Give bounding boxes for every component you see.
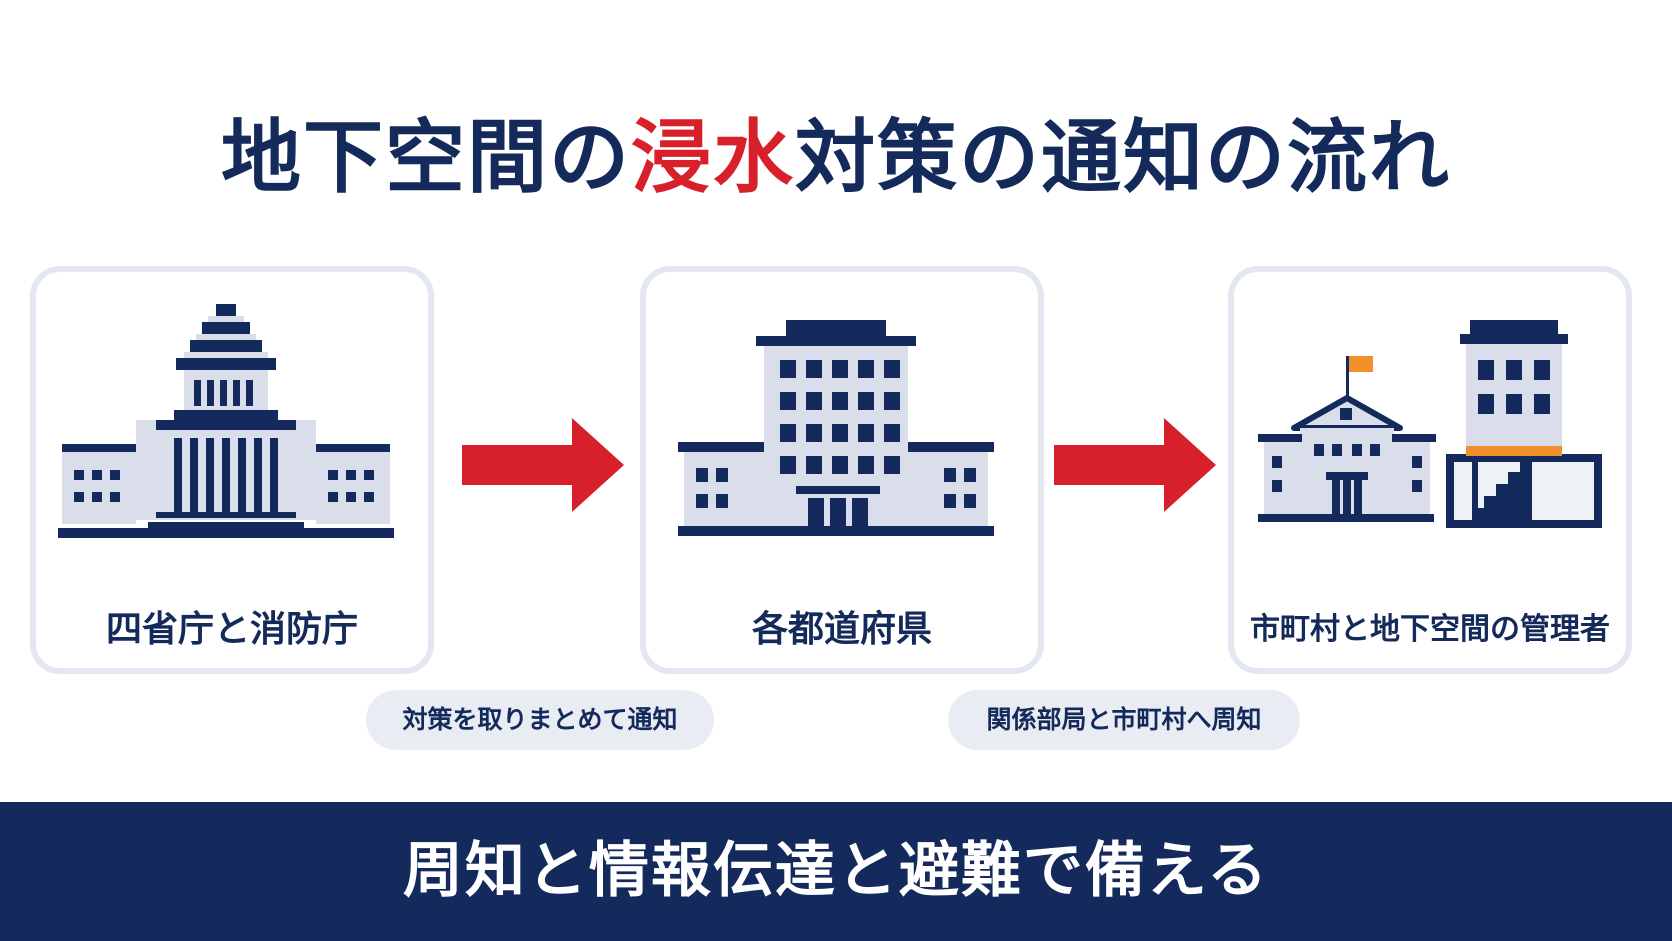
prefectural-office-building-icon (678, 320, 994, 536)
footer-banner: 周知と情報伝達と避難で備える (0, 802, 1672, 941)
transition-label-inform: 関係部局と市町村へ周知 (948, 690, 1300, 750)
title-part-1: 地下空間の (221, 111, 631, 204)
step-label: 市町村と地下空間の管理者 (1250, 612, 1610, 647)
municipal-building-and-underground-space-icon (1258, 320, 1602, 528)
step-label: 各都道府県 (751, 609, 932, 650)
page-title: 地下空間の浸水対策の通知の流れ (0, 108, 1672, 208)
national-diet-building-icon (58, 304, 394, 538)
step-card-prefectures: 各都道府県 (640, 266, 1044, 674)
title-part-2: 対策の通知の流れ (795, 111, 1451, 204)
step-card-ministries: 四省庁と消防庁 (30, 266, 434, 674)
arrow-right-icon (462, 418, 624, 512)
footer-text: 周知と情報伝達と避難で備える (402, 836, 1270, 906)
title-accent: 浸水 (631, 111, 795, 204)
step-card-municipalities: 市町村と地下空間の管理者 (1228, 266, 1632, 674)
transition-label-notify: 対策を取りまとめて通知 (366, 690, 714, 750)
step-label: 四省庁と消防庁 (105, 609, 358, 650)
arrow-right-icon (1054, 418, 1216, 512)
